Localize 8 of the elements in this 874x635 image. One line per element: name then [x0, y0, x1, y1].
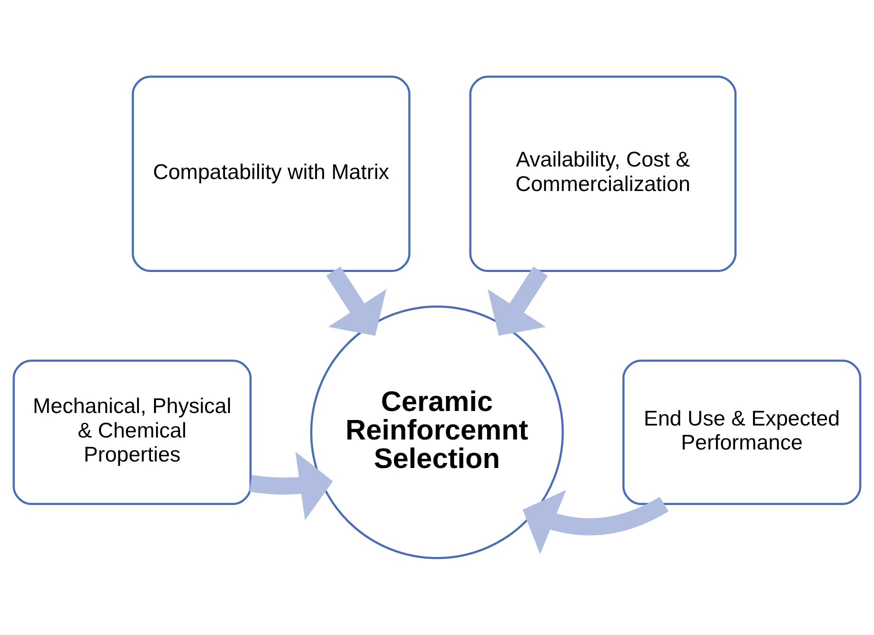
- node-box: Availability, Cost & Commercialization: [469, 76, 737, 272]
- node-circle: Ceramic Reinforcemnt Selection: [310, 306, 564, 560]
- arrow: [488, 266, 548, 336]
- node-box: Mechanical, Physical & Chemical Properties: [12, 360, 252, 506]
- node-box: Compatability with Matrix: [132, 76, 410, 272]
- node-box: End Use & Expected Performance: [622, 360, 862, 506]
- arrow: [522, 490, 668, 554]
- arrow: [326, 266, 386, 336]
